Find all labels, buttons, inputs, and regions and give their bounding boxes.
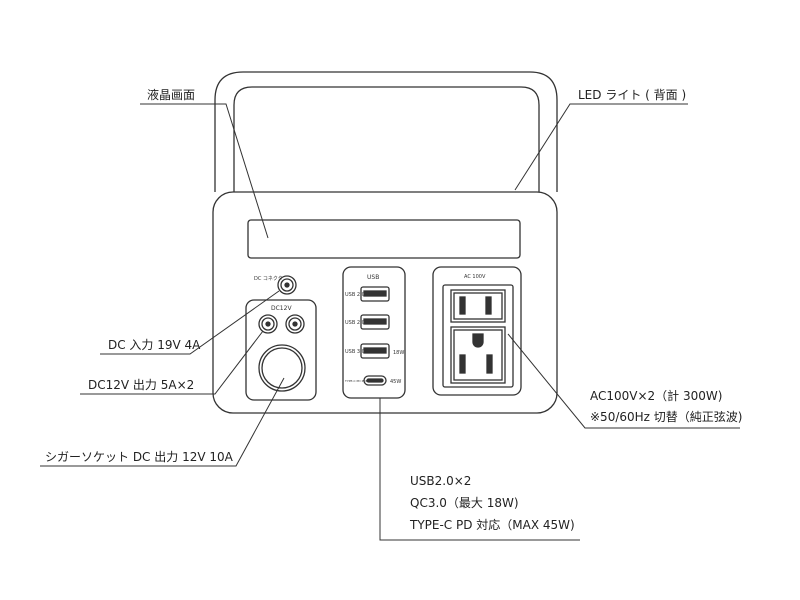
ac-outlet-1 (450, 289, 506, 323)
cigar-socket (258, 344, 306, 392)
label-ac-2: ※50/60Hz 切替（純正弦波) (590, 409, 742, 424)
usb-port-3-note: 18W (393, 350, 404, 356)
usb-port-2 (360, 314, 390, 330)
device-body (212, 191, 558, 414)
label-dc12v-output: DC12V 出力 5A×2 (88, 378, 194, 392)
usb-port-1-label: USB 2.0 (345, 292, 365, 298)
label-ac-1: AC100V×2（計 300W) (590, 388, 722, 403)
ac-title: AC 100V (464, 274, 486, 280)
ac-panel (432, 266, 522, 396)
ac-outlet-2 (450, 326, 506, 384)
dc12v-label: DC12V (271, 305, 292, 312)
label-usb-2: QC3.0（最大 18W) (410, 496, 519, 510)
usb-port-2-label: USB 2.0 (345, 320, 365, 326)
usb-title: USB (367, 274, 379, 281)
label-dc-input: DC 入力 19V 4A (108, 338, 201, 352)
usb-panel (342, 266, 406, 399)
usb-port-1 (360, 286, 390, 302)
dc12v-port-1 (258, 314, 278, 334)
label-usb-1: USB2.0×2 (410, 474, 471, 488)
label-cigar-socket: シガーソケット DC 出力 12V 10A (45, 450, 234, 464)
usb-c-port (363, 375, 387, 386)
dc-input-port (277, 275, 297, 295)
label-lcd: 液晶画面 (147, 87, 195, 102)
usb-port-3-label: USB 3.0 (345, 349, 365, 355)
handle (214, 71, 558, 192)
label-usb-3: TYPE-C PD 対応（MAX 45W) (409, 518, 575, 532)
usb-c-label: TYPE-C PD PORT (344, 379, 370, 383)
usb-c-note: 45W (390, 379, 401, 385)
dc-connector-label: DC コネクタ (254, 275, 283, 282)
handle-inner (233, 86, 540, 192)
usb-port-3 (360, 343, 390, 359)
dc12v-port-2 (285, 314, 305, 334)
lcd-screen (247, 219, 521, 259)
label-led: LED ライト ( 背面 ) (578, 88, 686, 102)
dc12v-panel (245, 299, 317, 401)
